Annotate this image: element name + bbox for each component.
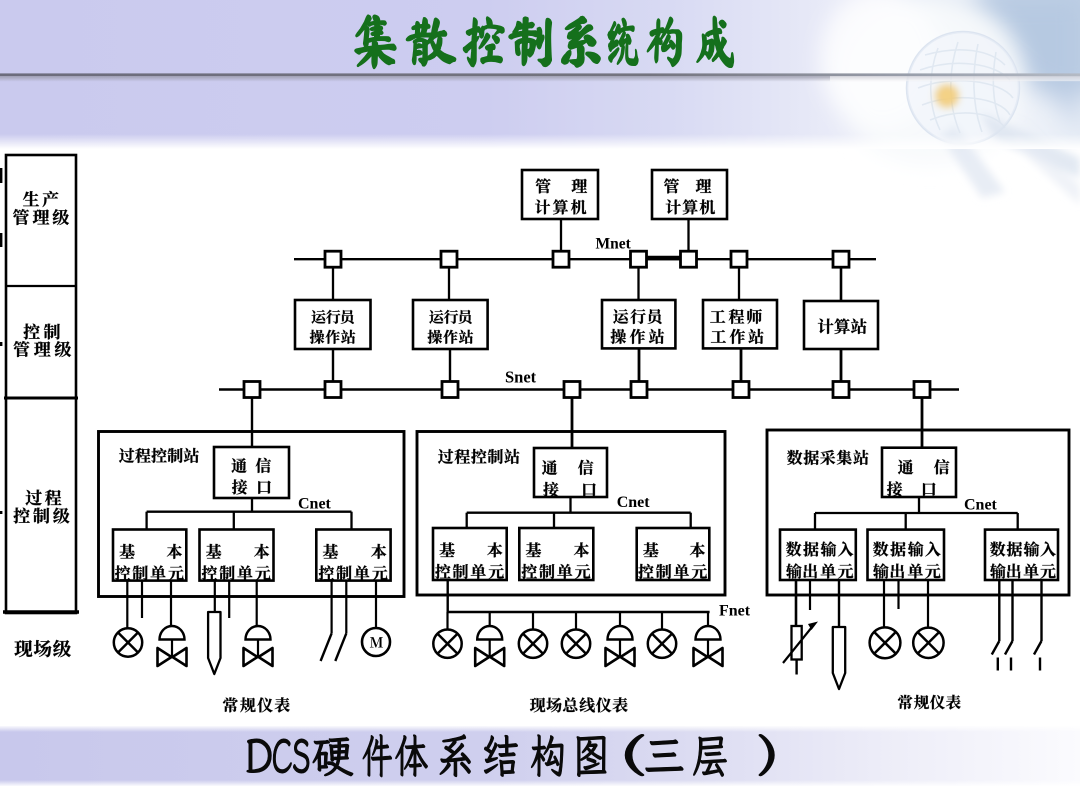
svg-text:Mnet: Mnet bbox=[596, 236, 632, 253]
svg-text:Cnet: Cnet bbox=[964, 497, 998, 514]
svg-text:Cnet: Cnet bbox=[617, 494, 651, 511]
svg-text:Fnet: Fnet bbox=[719, 603, 751, 620]
svg-text:Snet: Snet bbox=[505, 368, 537, 387]
svg-text:Cnet: Cnet bbox=[298, 496, 332, 513]
